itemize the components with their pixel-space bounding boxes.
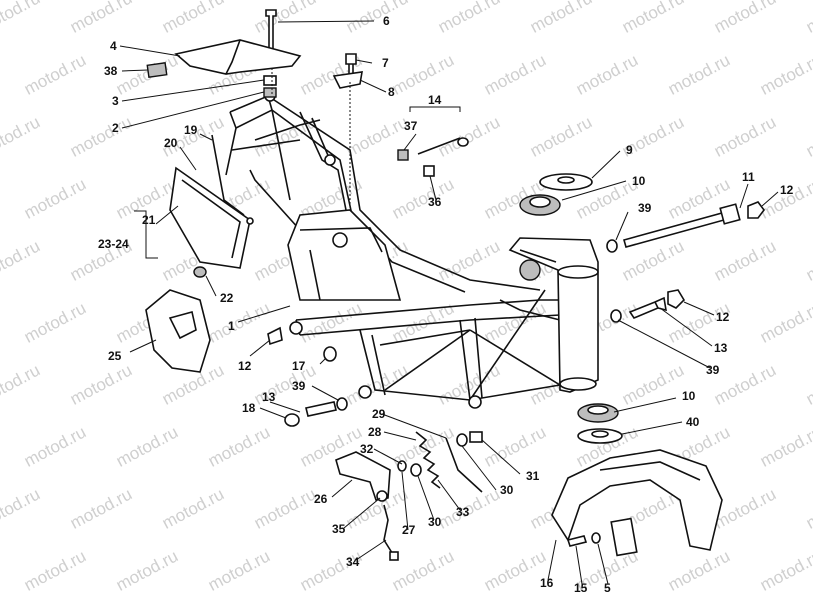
callout-2: 2 bbox=[112, 121, 119, 135]
spacer-39-upper bbox=[606, 239, 618, 253]
callout-1: 1 bbox=[228, 319, 235, 333]
callout-39-right: 39 bbox=[706, 363, 720, 377]
callout-23-24: 23-24 bbox=[98, 237, 129, 251]
callout-labels: 6 4 38 3 2 7 8 19 20 14 37 36 9 10 11 12… bbox=[98, 14, 794, 595]
spacer-39-left bbox=[336, 397, 348, 411]
callout-12-lower-right: 12 bbox=[716, 310, 730, 324]
callout-12-right: 12 bbox=[780, 183, 794, 197]
spacer-39-right bbox=[610, 309, 622, 323]
axle-11 bbox=[623, 212, 725, 248]
cap-18 bbox=[284, 413, 300, 427]
leader-lines bbox=[119, 20, 779, 585]
callout-19: 19 bbox=[184, 123, 198, 137]
nut-12-left bbox=[267, 326, 283, 346]
pin-27 bbox=[397, 460, 407, 472]
callout-33: 33 bbox=[456, 505, 470, 519]
callout-37: 37 bbox=[404, 119, 418, 133]
callout-9: 9 bbox=[626, 143, 633, 157]
callout-16: 16 bbox=[540, 576, 554, 590]
callout-30-right: 30 bbox=[500, 483, 514, 497]
bolt-13-left bbox=[305, 401, 337, 417]
bolt-13-right bbox=[628, 296, 667, 319]
callout-7: 7 bbox=[382, 56, 389, 70]
callout-31: 31 bbox=[526, 469, 540, 483]
callout-30-left: 30 bbox=[428, 515, 442, 529]
washer-30-left bbox=[410, 463, 422, 477]
nut-31 bbox=[469, 431, 483, 443]
plug-37 bbox=[397, 149, 409, 161]
switch-34 bbox=[389, 551, 399, 561]
callout-35: 35 bbox=[332, 522, 346, 536]
callout-27: 27 bbox=[402, 523, 416, 537]
callout-28: 28 bbox=[368, 425, 382, 439]
callout-38: 38 bbox=[104, 64, 118, 78]
callout-3: 3 bbox=[112, 94, 119, 108]
callout-15: 15 bbox=[574, 581, 588, 595]
callout-40: 40 bbox=[686, 415, 700, 429]
washer-30-right bbox=[456, 433, 468, 447]
bushing-17 bbox=[323, 346, 337, 362]
nut-36 bbox=[423, 165, 435, 177]
callout-32: 32 bbox=[360, 442, 374, 456]
washer-5 bbox=[591, 532, 601, 544]
callout-12-left: 12 bbox=[238, 359, 252, 373]
rod-14 bbox=[417, 137, 461, 155]
callout-25: 25 bbox=[108, 349, 122, 363]
bracket-4 bbox=[174, 39, 302, 75]
shield-25 bbox=[145, 289, 211, 373]
grommet-22 bbox=[193, 266, 207, 278]
callout-18: 18 bbox=[242, 401, 256, 415]
callout-20: 20 bbox=[164, 136, 178, 150]
front-fender-16 bbox=[551, 449, 723, 551]
nut-2 bbox=[263, 87, 277, 98]
clip-8 bbox=[332, 71, 363, 89]
callout-13-right: 13 bbox=[714, 341, 728, 355]
callout-4: 4 bbox=[110, 39, 117, 53]
callout-10-bottom: 10 bbox=[682, 389, 696, 403]
callout-21: 21 bbox=[142, 213, 156, 227]
callout-8: 8 bbox=[388, 85, 395, 99]
side-cover-20 bbox=[169, 166, 251, 269]
callout-17: 17 bbox=[292, 359, 306, 373]
callout-29: 29 bbox=[372, 407, 386, 421]
frame-assembly bbox=[225, 90, 599, 409]
callout-13-left: 13 bbox=[262, 390, 276, 404]
nut-12-right bbox=[747, 201, 765, 219]
callout-26: 26 bbox=[314, 492, 328, 506]
callout-6: 6 bbox=[383, 14, 390, 28]
callout-39-left: 39 bbox=[292, 379, 306, 393]
callout-10-top: 10 bbox=[632, 174, 646, 188]
rubber-38 bbox=[146, 62, 168, 78]
callout-14: 14 bbox=[428, 93, 442, 107]
callout-36: 36 bbox=[428, 195, 442, 209]
callout-34: 34 bbox=[346, 555, 360, 569]
spring-28 bbox=[415, 431, 441, 489]
callout-22: 22 bbox=[220, 291, 234, 305]
callout-11: 11 bbox=[742, 170, 755, 184]
loose-parts bbox=[145, 9, 765, 561]
nut-12-lower bbox=[667, 289, 686, 309]
callout-5: 5 bbox=[604, 581, 611, 595]
bolt-15 bbox=[566, 535, 588, 547]
nut-3 bbox=[263, 75, 277, 86]
callout-39-upper: 39 bbox=[638, 201, 652, 215]
